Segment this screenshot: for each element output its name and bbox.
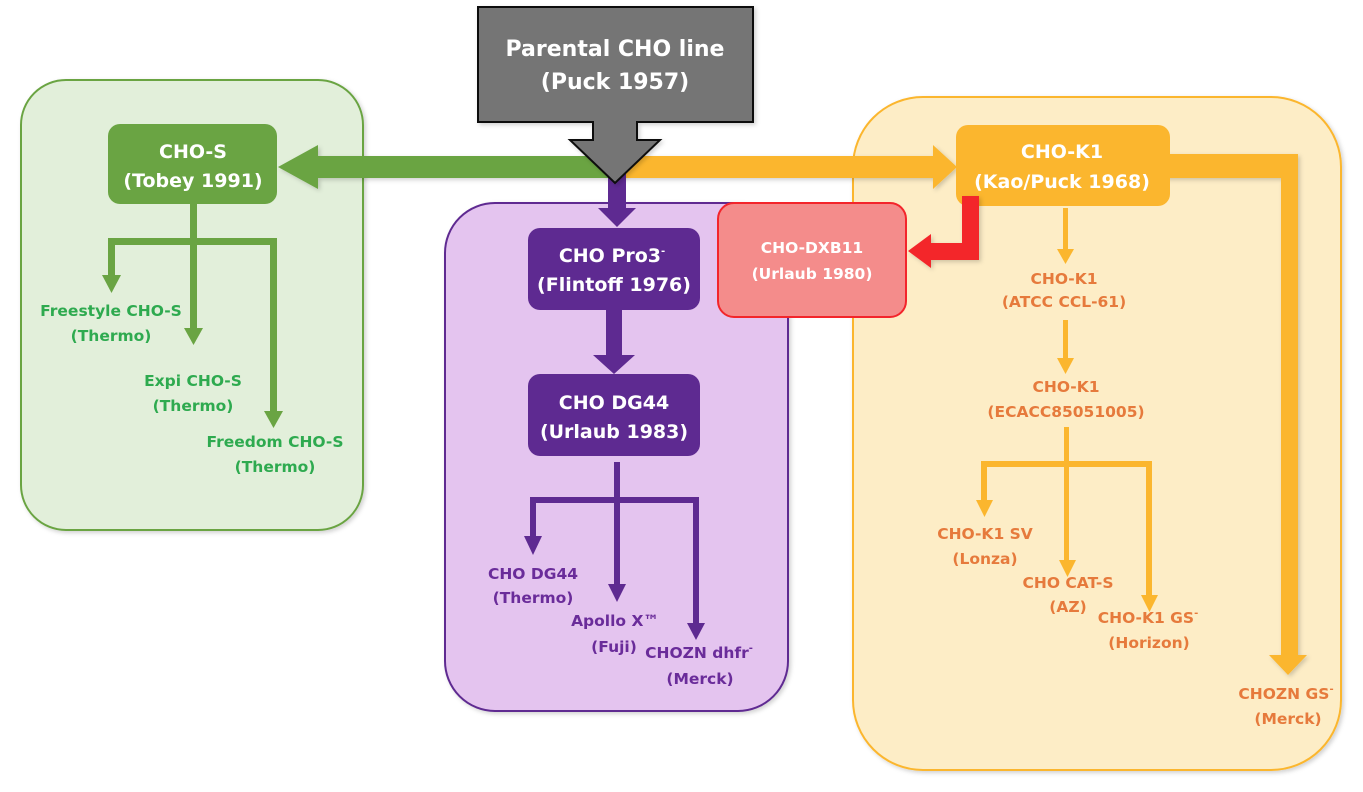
green-branch-connectors (102, 204, 283, 428)
root-subtitle: (Puck 1957) (541, 70, 689, 95)
purple-leaf-3-sub: (Merck) (666, 670, 733, 688)
arrow-pro3-to-dg44 (593, 310, 635, 374)
orange-leaf-2-sub: (AZ) (1049, 598, 1086, 616)
green-leaf-1-title: Freestyle CHO-S (40, 302, 182, 320)
purple-leaf-1-sub: (Thermo) (493, 589, 574, 607)
orange-leaf-1-sub: (Lonza) (952, 550, 1017, 568)
orange-chain-1-title: CHO-K1 (1030, 270, 1097, 288)
orange-chain-1-sub: (ATCC CCL-61) (1002, 293, 1126, 311)
green-leaf-1-sub: (Thermo) (71, 327, 152, 345)
orange-far-leaf-sub: (Merck) (1254, 710, 1321, 728)
purple-leaf-3-title: CHOZN dhfr- (645, 643, 753, 662)
root-node (477, 6, 754, 185)
green-leaf-2-sub: (Thermo) (153, 397, 234, 415)
purple-branch-connectors (524, 462, 705, 640)
arrow-to-cho-s (278, 145, 610, 189)
root-title: Parental CHO line (506, 37, 725, 62)
orange-leaf-2-title: CHO CAT-S (1023, 574, 1114, 592)
cho-pro3-subtitle: (Flintoff 1976) (537, 274, 691, 296)
purple-leaf-2-sub: (Fuji) (591, 638, 637, 656)
cho-k1-title: CHO-K1 (1021, 141, 1103, 163)
orange-leaf-3-title: CHO-K1 GS- (1098, 608, 1198, 627)
cho-dxb11-title: CHO-DXB11 (761, 239, 863, 257)
green-leaf-2-title: Expi CHO-S (144, 372, 242, 390)
green-leaf-3-title: Freedom CHO-S (207, 433, 344, 451)
orange-leaf-3-sub: (Horizon) (1108, 634, 1189, 652)
cho-pro3-title: CHO Pro3- (559, 245, 665, 267)
arrow-to-cho-pro3 (598, 170, 636, 227)
green-leaf-3-sub: (Thermo) (235, 458, 316, 476)
orange-group-panel (852, 96, 1342, 771)
orange-chain-2-title: CHO-K1 (1032, 378, 1099, 396)
orange-far-leaf-title: CHOZN GS- (1238, 684, 1333, 703)
orange-chain-connectors (976, 208, 1158, 612)
cho-dg44-title: CHO DG44 (559, 392, 669, 414)
cho-dg44-node (528, 374, 700, 456)
cho-k1-node (956, 125, 1170, 206)
orange-leaf-1-title: CHO-K1 SV (937, 525, 1033, 543)
cho-dxb11-subtitle: (Urlaub 1980) (752, 265, 873, 283)
orange-chain-2-sub: (ECACC85051005) (987, 403, 1144, 421)
cho-s-subtitle: (Tobey 1991) (123, 170, 262, 192)
arrow-to-cho-k1 (620, 145, 957, 189)
arrow-to-cho-dxb11 (908, 196, 979, 268)
cho-s-node (108, 124, 277, 204)
purple-leaf-2-title: Apollo X™ (571, 612, 659, 630)
cho-dxb11-node (717, 202, 907, 318)
cho-pro3-node (528, 228, 700, 310)
cho-s-title: CHO-S (159, 141, 227, 163)
arrow-to-chozn-gs (1160, 154, 1307, 675)
cho-dg44-subtitle: (Urlaub 1983) (540, 421, 688, 443)
cho-k1-subtitle: (Kao/Puck 1968) (974, 171, 1150, 193)
purple-leaf-1-title: CHO DG44 (488, 565, 578, 583)
